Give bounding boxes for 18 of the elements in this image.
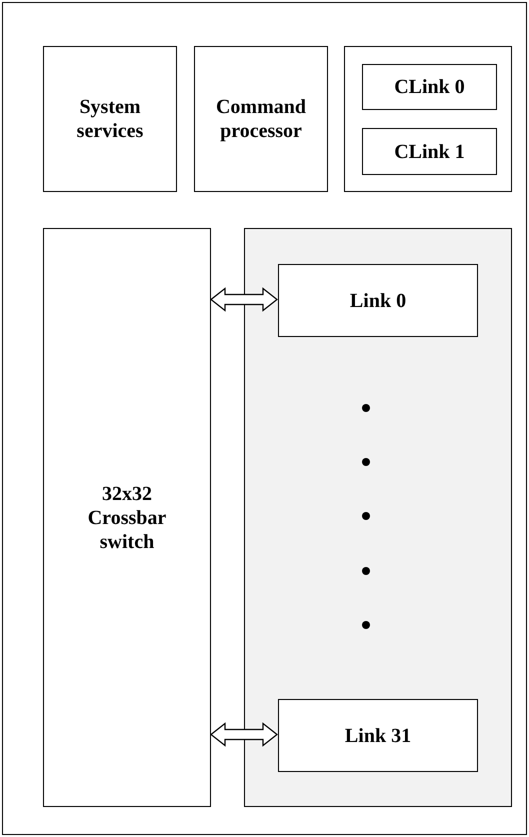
block-box (278, 264, 478, 337)
block-label: CLink 1 (393, 140, 466, 164)
block-box (362, 128, 497, 175)
double-arrow (210, 722, 278, 747)
block-label: Link 31 (344, 724, 412, 748)
block-label: CLink 0 (393, 75, 466, 99)
block-label: System services (76, 95, 144, 143)
block-box (362, 64, 497, 110)
block-label: Command processor (214, 95, 307, 143)
block-box (43, 228, 211, 807)
container-box (344, 46, 512, 192)
double-arrow (210, 287, 278, 312)
container-box (244, 228, 512, 807)
block-box (43, 46, 177, 192)
block-box (194, 46, 328, 192)
block-label: Link 0 (348, 288, 408, 312)
block-box (278, 699, 478, 772)
block-label: 32x32 Crossbar switch (86, 482, 168, 554)
